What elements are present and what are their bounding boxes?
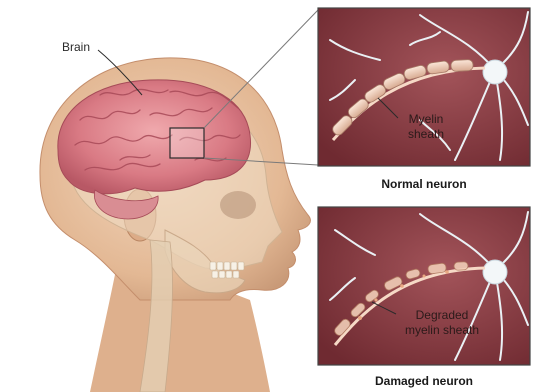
myelin-sheath-label: Myelin sheath (396, 112, 456, 142)
degraded-myelin-label-line1: Degraded (392, 308, 492, 323)
normal-cell-body (483, 60, 507, 84)
degraded-myelin-label: Degraded myelin sheath (392, 308, 492, 338)
brain-label: Brain (62, 40, 90, 54)
damaged-neuron-caption: Damaged neuron (317, 374, 531, 388)
myelin-sheath-label-line1: Myelin (396, 112, 456, 127)
myelin-sheath-label-line2: sheath (396, 127, 456, 142)
eye-socket-shape (220, 191, 256, 219)
teeth-shape (210, 262, 244, 278)
degraded-myelin-label-line2: myelin sheath (392, 323, 492, 338)
zoom-region-box (170, 128, 204, 158)
damaged-cell-body (483, 260, 507, 284)
normal-neuron-panel (318, 8, 530, 166)
normal-neuron-caption: Normal neuron (317, 177, 531, 191)
head-illustration (40, 58, 310, 392)
damaged-neuron-panel (318, 207, 530, 365)
